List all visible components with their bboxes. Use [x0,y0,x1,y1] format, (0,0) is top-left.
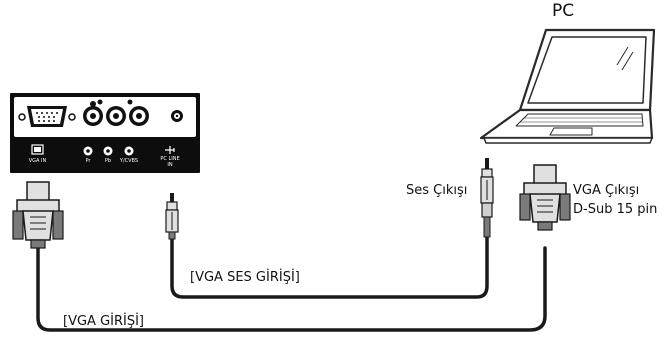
port-label-ycvbs: Y/CVBS [119,158,138,164]
audio-port-icon [171,110,183,122]
vga-audio-in-label: [VGA SES GİRİŞİ] [190,269,300,285]
vga-connector-icon [12,181,64,249]
audio-jack-icon [165,193,179,240]
pc-label: PC [552,1,574,21]
vga-connector-icon [519,164,571,231]
port-label-pr: Pr [86,158,92,164]
laptop-icon [479,28,656,144]
vga-out-label-line1: VGA Çıkışı [573,183,639,198]
vga-port-icon [18,106,76,127]
vga-out-label-line2: D-Sub 15 pin [573,202,657,217]
port-label-pc-line-in-1: PC LINE [160,156,179,162]
vga-in-label: [VGA GİRİŞİ] [63,313,144,329]
port-label-pc-line-in-2: IN [167,162,172,168]
port-label-vga-in: VGA IN [29,158,47,164]
cables [36,236,547,332]
audio-jack-icon [480,158,494,238]
audio-out-label: Ses Çıkışı [406,183,467,198]
rca-port-icon [97,99,133,126]
rca-port-icon [83,101,103,126]
port-labels: VGA IN Pr Pb Y/CVBS PC LINE IN [29,144,180,168]
vga-cable [36,246,547,332]
rca-port-icon [129,106,149,126]
display-rear-panel: VGA IN Pr Pb Y/CVBS PC LINE IN [10,93,200,173]
audio-cable [170,236,489,299]
port-label-pb: Pb [105,158,111,164]
